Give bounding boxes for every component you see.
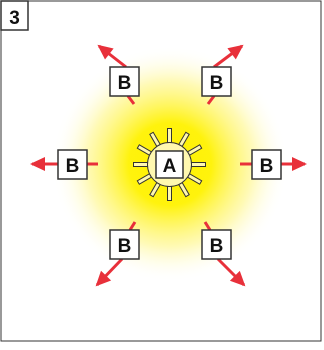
- arrow-down-right-head: [229, 270, 246, 287]
- arrow-tail-up-left: [126, 95, 136, 105]
- panel-number-box: [0, 0, 29, 31]
- node-box-up-right: [201, 66, 232, 97]
- arrows-group: [30, 44, 307, 287]
- node-box-left: [57, 149, 88, 180]
- arrow-tail-down-left: [128, 221, 137, 231]
- arrow-up-left-head: [97, 44, 114, 60]
- center-box: [155, 150, 184, 179]
- node-label-right: B: [260, 156, 274, 177]
- node-box-down-right: [201, 229, 232, 260]
- node-label-down-left: B: [118, 236, 132, 257]
- node-box-down-left: [109, 229, 140, 260]
- sun-ray: [167, 186, 172, 201]
- node-label-down-right: B: [210, 236, 224, 257]
- arrow-left-head: [30, 157, 45, 171]
- sun-ray: [133, 162, 148, 167]
- center-label: A: [163, 156, 177, 177]
- node-label-left: B: [66, 156, 80, 177]
- sun-ray: [191, 162, 206, 167]
- arrow-right-head: [292, 157, 307, 171]
- node-box-right: [251, 149, 282, 180]
- arrow-tail-down-right: [203, 221, 212, 231]
- arrow-down-left-head: [95, 270, 112, 287]
- node-label-up-right: B: [210, 73, 224, 94]
- node-label-up-left: B: [118, 73, 132, 94]
- arrow-tail-up-right: [206, 95, 216, 105]
- panel-number: 3: [9, 8, 20, 29]
- arrow-up-right-head: [227, 44, 244, 60]
- node-box-up-left: [109, 66, 140, 97]
- sun-ray: [167, 128, 172, 143]
